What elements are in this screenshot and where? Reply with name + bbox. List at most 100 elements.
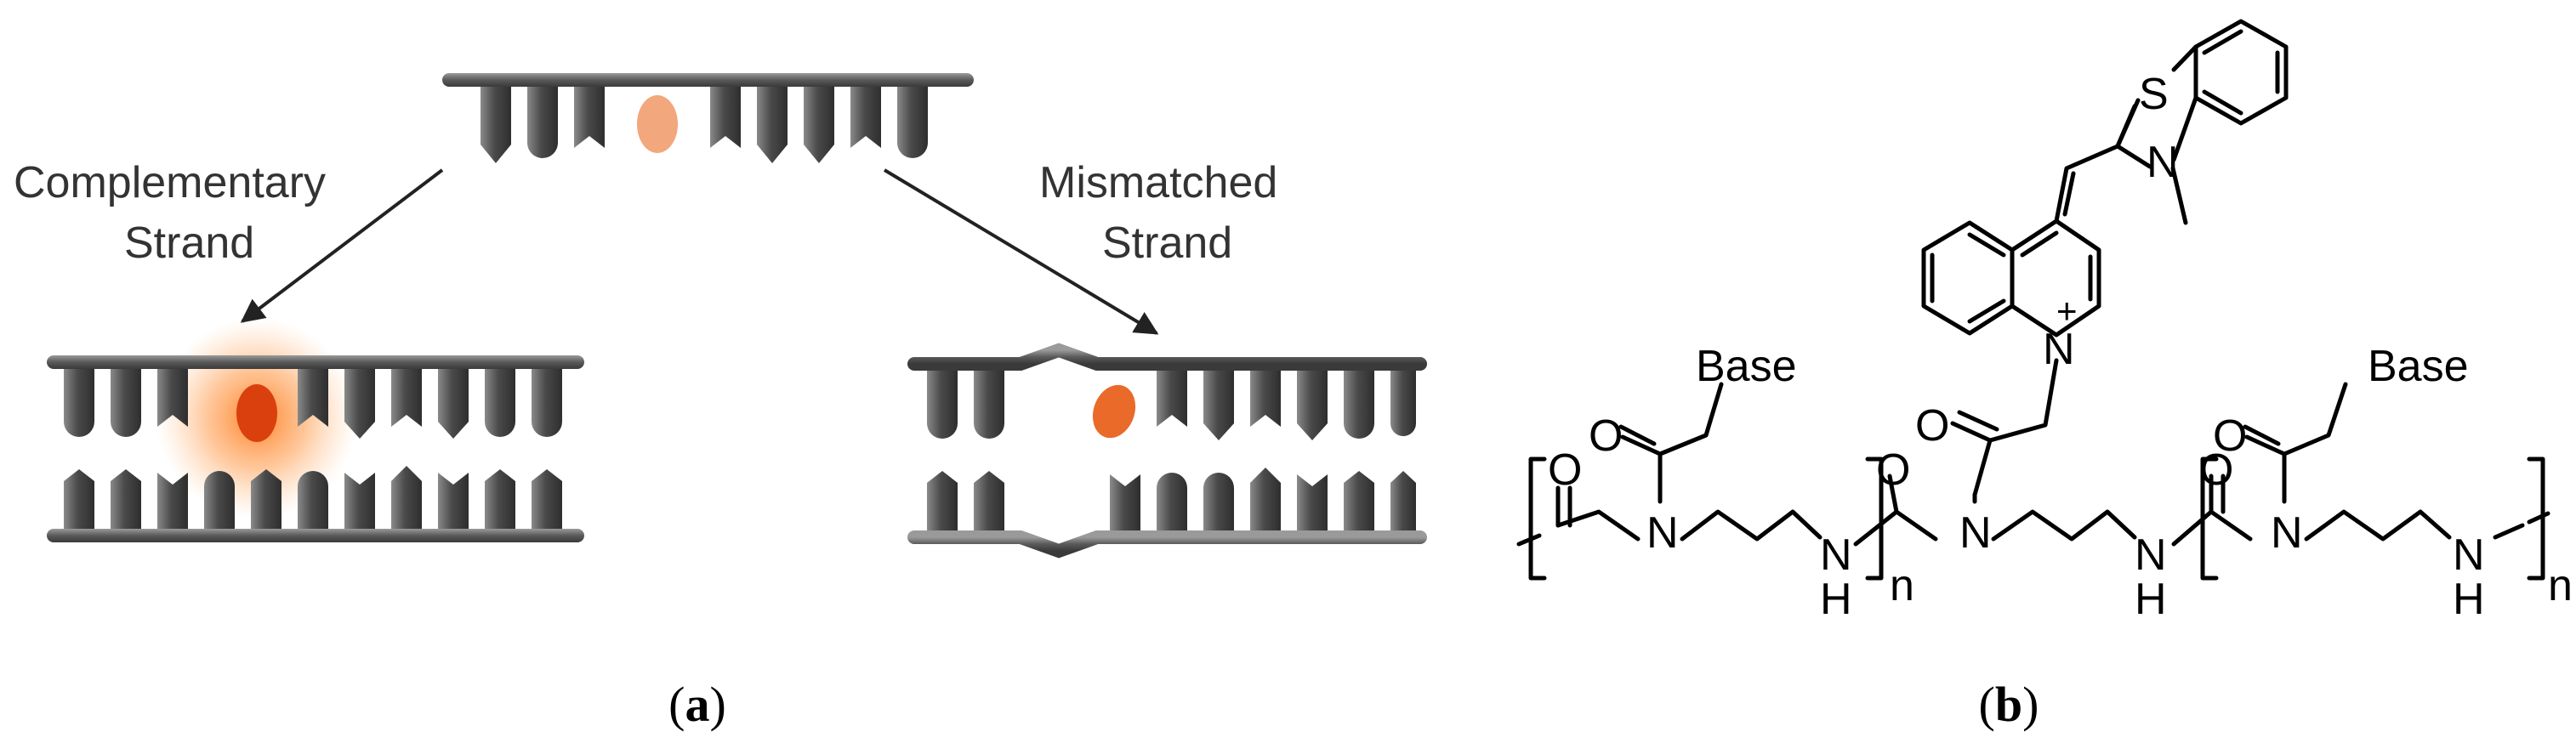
atom-n-3: N [2271,508,2303,558]
arrow-to-mismatched [883,168,1159,335]
probe-strand [442,73,974,163]
top-base [532,369,562,437]
bottom-base [927,471,958,530]
base-right: Base [2368,342,2469,391]
atom-nh-2-n: N [2135,530,2167,580]
top-base [111,369,141,437]
mismatched-label-line2: Strand [1102,218,1232,268]
repeat-n-left: n [1890,561,1914,610]
benzo-quinoline-double-bonds [1930,232,2006,324]
mismatched-top-bases [927,371,1416,440]
bottom-base [974,471,1004,530]
unit1-carbonyl [1555,485,1572,528]
atom-nh-3-h: H [2453,575,2485,624]
caption-a: (a) [668,677,726,732]
thiazole-c2-n-bond [2115,104,2137,149]
probe-base [710,87,741,148]
bottom-base [1157,473,1187,530]
bottom-base [391,466,422,529]
benzothiazole-group [2054,19,2289,225]
mismatched-bottom-bases [927,468,1416,530]
methine-bonds [2054,144,2120,224]
atom-n-methyl: N [2147,138,2179,187]
bottom-base [1297,474,1328,530]
top-base [974,371,1004,439]
panel-a: Complementary Strand Mismatched Strand [14,73,1427,732]
n-methyl-bond [2170,166,2188,225]
unit3-chain [2171,509,2550,547]
unit2-chain [1853,509,2137,547]
bottom-base [1203,473,1234,530]
top-base [1157,371,1187,427]
top-base [1250,371,1281,427]
complementary-bottom-bases [64,466,562,529]
top-base [485,369,515,437]
mismatched-duplex [907,343,1427,559]
atom-nh-1-h: H [1820,575,1852,624]
atom-o-6: O [2213,411,2247,461]
probe-base [481,87,511,163]
top-base [1344,371,1374,439]
top-base [157,369,188,427]
top-base [1390,371,1416,436]
top-base [64,369,94,437]
complementary-top-bases [64,369,562,439]
bottom-base [344,473,375,529]
atom-n-1: N [1646,508,1679,558]
top-base [391,369,422,427]
atom-n-plus: N [2043,325,2075,374]
atom-o-5: O [2199,445,2233,495]
atom-o-1: O [1548,445,1582,495]
unit3-carbonyl [2209,474,2226,514]
complementary-label-line1: Complementary [14,158,326,207]
top-base [344,369,375,439]
pna-backbone [1516,382,2550,581]
base-left: Base [1696,342,1797,391]
probe-backbone [442,73,974,87]
complementary-duplex [47,318,584,542]
pyridinium-double-bonds [2020,230,2093,302]
atom-nh-3-n: N [2453,530,2485,580]
atom-n-2: N [1959,508,1992,558]
top-base [298,369,328,427]
atom-nh-1-n: N [1820,530,1852,580]
bottom-base [204,471,235,529]
probe-bases [481,87,928,163]
bottom-base [251,469,281,529]
bottom-base [1250,468,1281,530]
atom-labels: S N N + Base Base O O O O O O N N N N H … [1548,70,2573,624]
bottom-base [532,469,562,529]
probe-base [897,87,928,158]
bracket-right-1 [1865,457,1884,581]
unit3-side-carbonyl-double [2243,424,2281,446]
unit3-side-chain [2244,382,2348,504]
complementary-top-backbone [47,355,584,369]
arrow-to-complementary [240,168,444,323]
atom-nh-2-h: H [2135,575,2167,624]
probe-base [527,87,558,158]
atom-o-4: O [1876,445,1910,495]
top-base [1297,371,1328,440]
bracket-left-1 [1528,457,1547,581]
mismatched-top-backbone [907,343,1427,371]
probe-base [804,87,834,163]
unit2-carbonyl [1887,474,1899,514]
benzo-ring [2193,19,2289,126]
repeat-n-right: n [2548,561,2573,610]
pyridinium-ring [2010,218,2101,337]
n-linker-bonds [1972,358,2059,497]
linker-carbonyl-double [1950,410,1999,443]
probe-base [757,87,788,163]
bottom-base [485,469,515,529]
complementary-dye [236,384,277,442]
caption-b: (b) [1979,677,2039,732]
benzo-quinoline-ring [1921,220,2015,336]
mismatched-bottom-backbone [907,530,1427,559]
benzo-ring-double-bonds [2202,29,2280,116]
quinolinium-group [1921,218,2101,497]
bracket-right-2 [2527,457,2545,581]
mismatched-label-line1: Mismatched [1039,158,1277,207]
bottom-base [1344,471,1374,530]
panel-b [1516,19,2550,581]
